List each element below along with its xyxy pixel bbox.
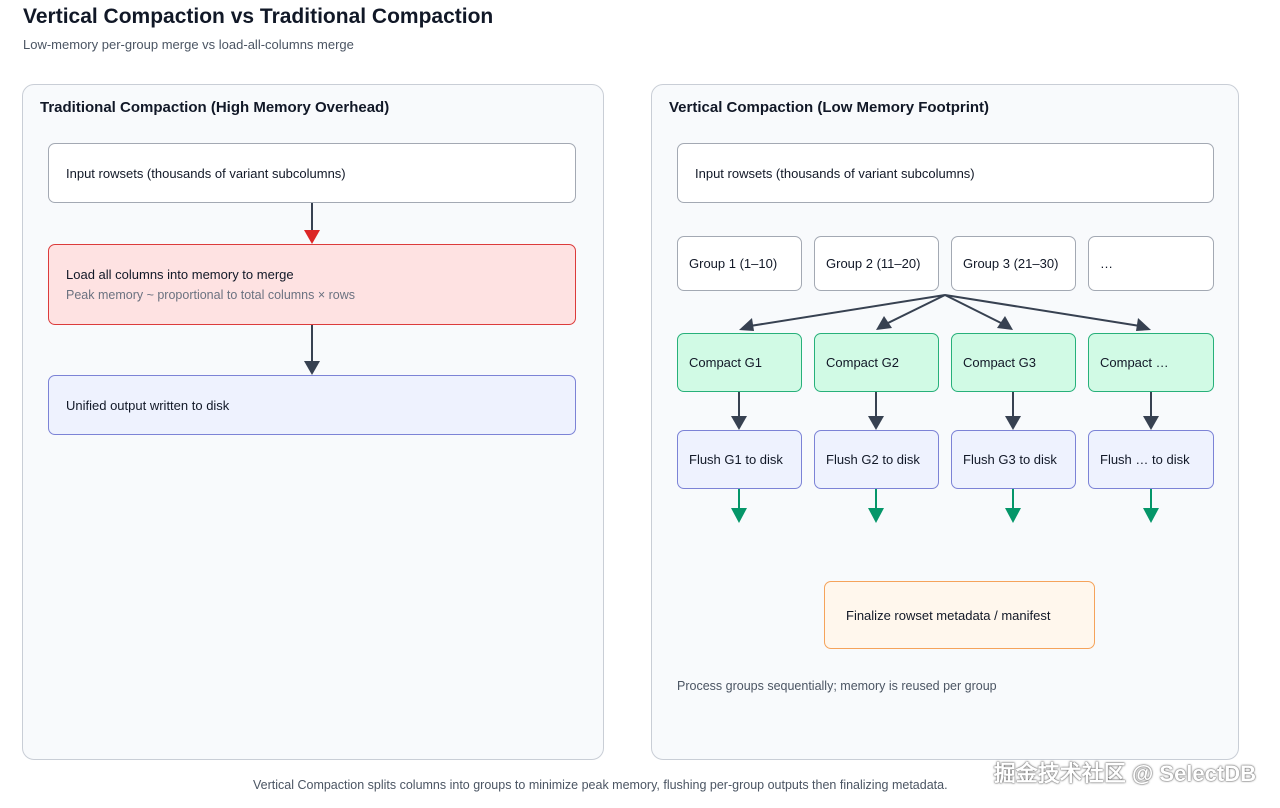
group-label: … xyxy=(1100,256,1113,271)
arrow-head-dark xyxy=(304,361,320,375)
compact-label: Compact G2 xyxy=(826,355,899,370)
arrow-head-red xyxy=(304,230,320,244)
arrow-head-fan-g2 xyxy=(876,316,892,330)
load-all-columns-box: Load all columns into memory to merge Pe… xyxy=(48,244,576,325)
compact-label: Compact G3 xyxy=(963,355,1036,370)
group-box: … xyxy=(1088,236,1214,291)
arrow-head-fan-g3 xyxy=(997,316,1013,330)
compact-box: Compact G2 xyxy=(814,333,939,392)
group-label: Group 3 (21–30) xyxy=(963,256,1059,271)
flush-box: Flush G3 to disk xyxy=(951,430,1076,489)
flush-label: Flush G3 to disk xyxy=(963,452,1057,467)
flush-box: Flush G1 to disk xyxy=(677,430,802,489)
traditional-input-box: Input rowsets (thousands of variant subc… xyxy=(48,143,576,203)
arrow-fan-g1 xyxy=(749,294,946,327)
compact-box: Compact G3 xyxy=(951,333,1076,392)
arrow-head-fan-g4 xyxy=(1136,318,1151,331)
arrow-head-fan-g1 xyxy=(739,318,754,331)
group-box: Group 1 (1–10) xyxy=(677,236,802,291)
finalize-label: Finalize rowset metadata / manifest xyxy=(846,607,1051,623)
compact-label: Compact … xyxy=(1100,355,1169,370)
page-subtitle: Low-memory per-group merge vs load-all-c… xyxy=(23,37,354,52)
arrow-fan-g3 xyxy=(944,294,1004,325)
watermark: 掘金技术社区 @ SelectDB xyxy=(993,761,1256,786)
page-title: Vertical Compaction vs Traditional Compa… xyxy=(23,5,494,28)
vertical-input-label: Input rowsets (thousands of variant subc… xyxy=(695,165,975,181)
arrow-fan-g4 xyxy=(944,294,1141,327)
flush-label: Flush G2 to disk xyxy=(826,452,920,467)
group-box: Group 3 (21–30) xyxy=(951,236,1076,291)
arrow-fan-g2 xyxy=(885,294,946,325)
process-note: Process groups sequentially; memory is r… xyxy=(677,679,997,693)
vertical-panel-title: Vertical Compaction (Low Memory Footprin… xyxy=(669,99,990,116)
footer-caption: Vertical Compaction splits columns into … xyxy=(253,778,948,792)
unified-output-label: Unified output written to disk xyxy=(66,397,230,413)
compact-to-flush-arrows xyxy=(731,392,1159,430)
group-box: Group 2 (11–20) xyxy=(814,236,939,291)
flush-label: Flush G1 to disk xyxy=(689,452,783,467)
finalize-metadata-box: Finalize rowset metadata / manifest xyxy=(824,581,1095,649)
peak-memory-note: Peak memory ~ proportional to total colu… xyxy=(66,288,356,302)
load-all-columns-label: Load all columns into memory to merge xyxy=(66,267,294,282)
group-label: Group 2 (11–20) xyxy=(826,256,921,271)
compact-box: Compact G1 xyxy=(677,333,802,392)
traditional-input-label: Input rowsets (thousands of variant subc… xyxy=(66,165,346,181)
flush-box: Flush … to disk xyxy=(1088,430,1214,489)
flush-label: Flush … to disk xyxy=(1100,452,1190,467)
group-label: Group 1 (1–10) xyxy=(689,256,778,271)
traditional-panel-title: Traditional Compaction (High Memory Over… xyxy=(40,99,390,116)
flush-output-arrows xyxy=(731,489,1159,523)
compact-box: Compact … xyxy=(1088,333,1214,392)
compact-label: Compact G1 xyxy=(689,355,762,370)
vertical-input-box: Input rowsets (thousands of variant subc… xyxy=(677,143,1214,203)
flush-box: Flush G2 to disk xyxy=(814,430,939,489)
unified-output-box: Unified output written to disk xyxy=(48,375,576,435)
